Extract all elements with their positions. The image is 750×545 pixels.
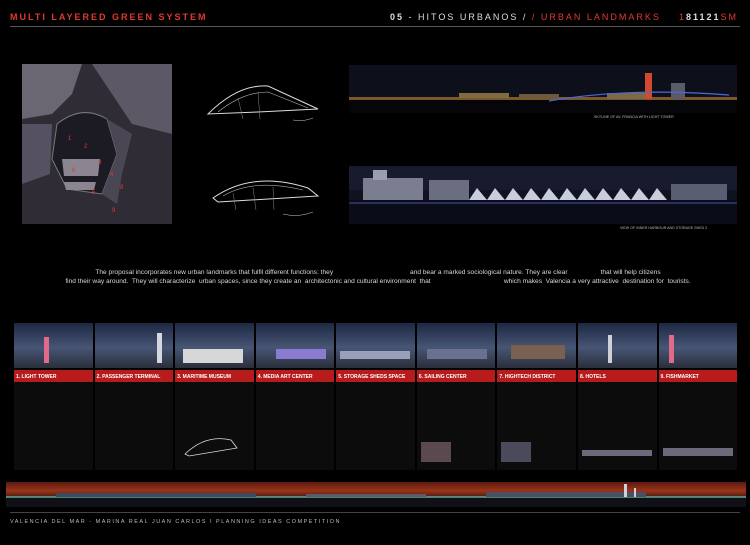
landmark-body-text: [97, 385, 172, 445]
intro-paragraph: The proposal incorporates new urban land…: [18, 268, 738, 286]
landmark-title: 3. MARITIME MUSEUM: [175, 372, 254, 382]
landmark-title: 1. LIGHT TOWER: [14, 372, 93, 382]
render-light-tower: [14, 323, 93, 368]
svg-text:8: 8: [120, 185, 124, 191]
render-fishmarket: [658, 323, 738, 368]
landmark-body-text: [338, 385, 413, 445]
render-passenger-terminal: [94, 323, 174, 368]
harbour-drawing: [349, 166, 737, 224]
svg-text:1: 1: [68, 136, 72, 142]
panorama-drawing: [6, 484, 746, 507]
hightech-thumbnail: [501, 442, 532, 462]
render-hotels: [577, 323, 657, 368]
landmark-body-text: [16, 385, 91, 445]
sketch-maritime-museum: [198, 166, 338, 226]
render-maritime-museum: [175, 323, 254, 368]
panoramic-elevation: [6, 482, 746, 507]
landmark-card-9: 9. FISHMARKET: [658, 370, 738, 470]
hotels-section-thumbnail: [581, 450, 652, 456]
site-aerial-map: 1 2 3 4 5 6 8 9: [22, 64, 172, 224]
landmark-title: 4. MEDIA ART CENTER: [255, 372, 335, 382]
landmark-card-5: 5. STORAGE SHEDS SPACE: [336, 370, 415, 470]
code-part-2: 81121: [685, 12, 721, 22]
landmark-card-1: 1. LIGHT TOWER: [14, 370, 93, 470]
landmark-card-3: 3. MARITIME MUSEUM: [175, 370, 254, 470]
intro-line-2: find their way around. They will charact…: [65, 278, 691, 285]
landmark-card-6: 6. SAILING CENTER: [416, 370, 496, 470]
sketch-passenger-terminal: [198, 74, 338, 134]
landmark-title: 9. FISHMARKET: [658, 372, 738, 382]
code-part-3: SM: [720, 12, 738, 22]
caption-skyline: SKYLINE OF AV. FRANCIA WITH LIGHT TOWER: [594, 115, 674, 119]
svg-text:5: 5: [92, 190, 96, 196]
landmark-card-7: 7. HIGHTECH DISTRICT: [497, 370, 576, 470]
landmark-body-text: [419, 385, 494, 445]
section-number: 05: [390, 12, 405, 22]
intro-line-1: The proposal incorporates new urban land…: [95, 269, 661, 276]
render-sailing-center: [416, 323, 496, 368]
board-title: MULTI LAYERED GREEN SYSTEM: [10, 12, 208, 22]
render-media-art-center: [255, 323, 335, 368]
landmark-columns: 1. LIGHT TOWER 2. PASSENGER TERMINAL 3. …: [14, 370, 738, 470]
svg-text:3: 3: [98, 160, 102, 166]
landmark-card-2: 2. PASSENGER TERMINAL: [94, 370, 174, 470]
landmark-render-strip: [14, 323, 738, 368]
landmark-body-text: [499, 385, 574, 445]
museum-sketch-thumbnail: [184, 438, 238, 457]
landmark-title: 6. SAILING CENTER: [416, 372, 496, 382]
landmark-title: 2. PASSENGER TERMINAL: [94, 372, 174, 382]
landmark-title: 8. HOTELS: [577, 372, 657, 382]
footer-competition-name: VALENCIA DEL MAR - MARINA REAL JUAN CARL…: [10, 519, 341, 525]
landmark-title: 7. HIGHTECH DISTRICT: [497, 372, 576, 382]
footer-divider: [10, 512, 740, 513]
fishmarket-section-thumbnail: [662, 448, 733, 456]
landmark-card-8: 8. HOTELS: [577, 370, 657, 470]
map-drawing: 1 2 3 4 5 6 8 9: [22, 64, 172, 224]
landmark-body-text: [580, 385, 655, 445]
landmark-title: 5. STORAGE SHEDS SPACE: [336, 372, 415, 382]
caption-harbour: VIEW OF INNER HARBOUR AND STORAGE SHED 2: [620, 226, 708, 230]
svg-text:4: 4: [110, 172, 114, 178]
skyline-drawing: [349, 65, 737, 113]
landmark-body-text: [258, 385, 333, 445]
svg-text:2: 2: [84, 144, 88, 150]
photo-inner-harbour: [349, 166, 737, 224]
svg-text:9: 9: [112, 208, 116, 214]
landmark-body-text: [661, 385, 736, 445]
section-label-en: / URBAN LANDMARKS: [531, 12, 661, 22]
header-divider: [10, 26, 740, 27]
photo-skyline-night: [349, 65, 737, 113]
sailing-thumbnail: [420, 442, 451, 462]
section-label-es: - HITOS URBANOS /: [404, 12, 532, 22]
render-storage-sheds: [336, 323, 415, 368]
svg-text:6: 6: [72, 168, 76, 174]
render-hightech-district: [497, 323, 576, 368]
section-title: 05 - HITOS URBANOS / / URBAN LANDMARKS 1…: [390, 12, 738, 22]
landmark-card-4: 4. MEDIA ART CENTER: [255, 370, 335, 470]
code-part-1: 1: [678, 12, 686, 22]
